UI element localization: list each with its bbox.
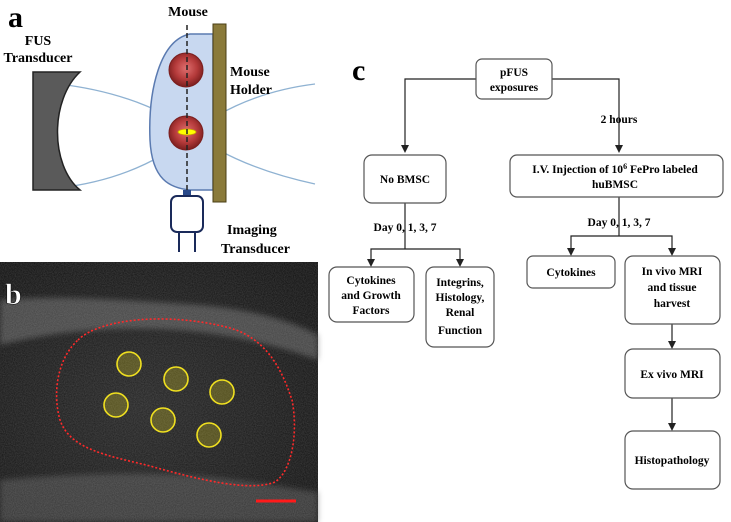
roi-circle (103, 392, 129, 418)
roi-circle (116, 351, 142, 377)
invivo-text-1: In vivo MRI (642, 266, 703, 278)
node-integrins-box (425, 266, 495, 348)
node-exvivo-box (624, 348, 721, 399)
holder-label-1: Mouse (230, 65, 270, 80)
arrowhead (567, 248, 575, 256)
mouse-label: Mouse (168, 5, 208, 20)
kidney-upper (168, 52, 204, 88)
connector-pfus-left (404, 78, 476, 150)
arrowhead (367, 259, 375, 267)
arrowheads (367, 145, 676, 431)
panel-a: a FUS Transducer Mouse Mouse Holder (4, 1, 316, 257)
two-hours-label: 2 hours (601, 114, 638, 126)
arrowhead (615, 145, 623, 153)
node-cytokines-box (526, 255, 616, 289)
imaging-transducer-body (170, 195, 204, 233)
connector-right-split (570, 235, 673, 252)
roi-circle (150, 407, 176, 433)
node-pfus-box (475, 58, 553, 100)
panel-c-letter: c (352, 54, 365, 87)
iv-text-sup: 6 (623, 162, 627, 171)
pfus-text-1: pFUS (500, 67, 528, 79)
connector-left-split (370, 248, 461, 263)
fus-label-2: Transducer (4, 51, 73, 66)
day-left-label: Day 0, 1, 3, 7 (374, 222, 437, 234)
node-cyto-growth-box (328, 266, 415, 323)
iv-text-2: huBMSC (592, 179, 638, 191)
node-invivo-box (624, 255, 721, 325)
roi-circle (209, 379, 235, 405)
arrowhead (668, 423, 676, 431)
arrowhead (668, 341, 676, 349)
panel-c: c (328, 54, 724, 490)
cytokines-text: Cytokines (546, 267, 596, 279)
fus-transducer (32, 71, 83, 191)
integrins-text-1: Integrins, (436, 277, 484, 289)
no-bmsc-text: No BMSC (380, 174, 430, 186)
speckle-texture (0, 262, 318, 522)
imaging-transducer-tip (183, 190, 191, 197)
kidney-roi-outline (55, 318, 296, 487)
histo-text: Histopathology (635, 455, 710, 467)
fus-label-1: FUS (25, 34, 52, 49)
pfus-text-2: exposures (490, 82, 539, 94)
holder-label-2: Holder (230, 83, 272, 98)
invivo-text-2: and tissue (648, 282, 697, 294)
panel-b: b (0, 262, 318, 522)
arrowhead (456, 259, 464, 267)
arrowhead (401, 145, 409, 153)
iv-text-prefix: I.V. Injection of 10 (532, 164, 623, 176)
panel-a-letter: a (8, 1, 23, 34)
cyto-growth-text-2: and Growth (341, 290, 401, 302)
imaging-transducer (170, 190, 204, 252)
invivo-text-3: harvest (654, 298, 691, 310)
arrowhead (668, 248, 676, 256)
exvivo-text: Ex vivo MRI (640, 369, 704, 381)
connector-pfus-right (552, 78, 620, 150)
iv-text-suffix: FePro labeled (627, 164, 698, 176)
integrins-text-3: Renal (446, 307, 475, 319)
node-iv-box (509, 154, 724, 198)
day-right-label: Day 0, 1, 3, 7 (588, 217, 651, 229)
imaging-label-2: Transducer (221, 242, 290, 257)
roi-circle (196, 422, 222, 448)
cyto-growth-text-3: Factors (352, 305, 390, 317)
cyto-growth-text-1: Cytokines (346, 275, 396, 287)
integrins-text-2: Histology, (436, 292, 485, 304)
node-histo-box (624, 430, 721, 490)
imaging-label-1: Imaging (227, 223, 277, 238)
node-no-bmsc-box (363, 154, 447, 204)
roi-circle (163, 366, 189, 392)
integrins-text-4: Function (438, 325, 483, 337)
mouse-holder (212, 23, 227, 203)
iv-text-1: I.V. Injection of 106 FePro labeled (532, 162, 698, 176)
panel-b-letter: b (5, 278, 22, 311)
